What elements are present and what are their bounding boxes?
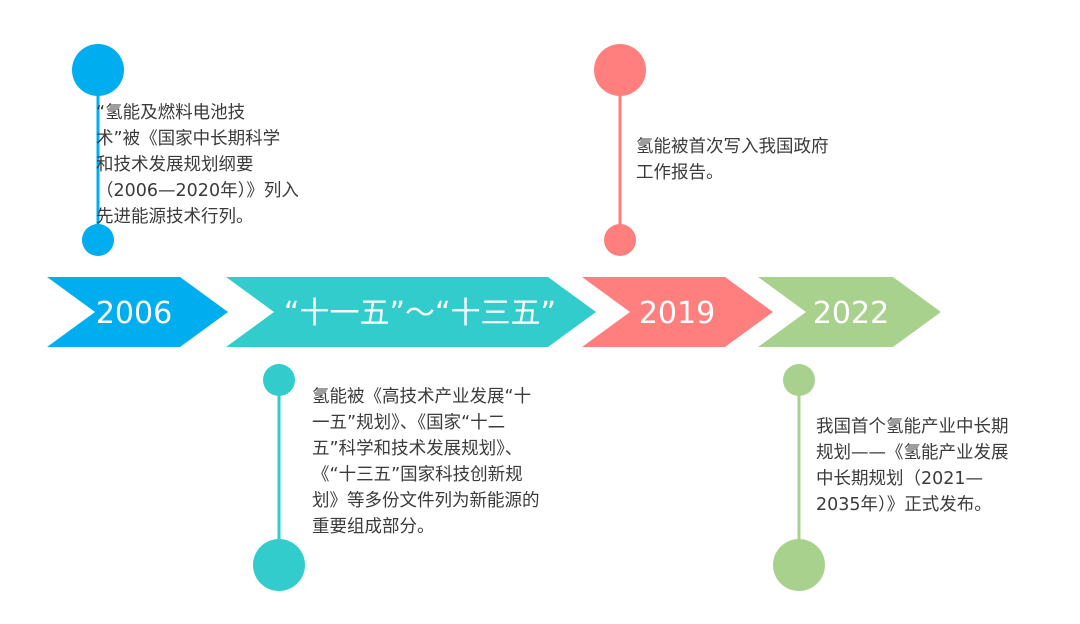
label-11th-13th: “十一五”～“十三五” (284, 296, 556, 331)
label-2019: 2019 (639, 296, 715, 331)
description-2006: “氢能及燃料电池技 术”被《国家中长期科学 和技术发展规划纲要 （2006—20… (96, 103, 299, 227)
pin-2022-top-dot (783, 364, 815, 396)
chevron-2006 (47, 277, 228, 347)
pin-2006-bottom-dot (82, 224, 114, 256)
pin-11th-13th-top-dot (263, 364, 295, 396)
chevron-2022 (758, 277, 941, 347)
label-2022: 2022 (813, 296, 889, 331)
pin-2006 (72, 44, 124, 256)
pin-2006-top-dot (72, 44, 124, 96)
pin-2019 (594, 44, 646, 256)
description-11th-13th: 氢能被《高技术产业发展“十 一五”规划》、《国家“十二 五”科学和技术发展规划》… (312, 387, 540, 537)
pin-2019-bottom-dot (604, 224, 636, 256)
pin-2022-bottom-dot (773, 539, 825, 591)
description-2019: 氢能被首次写入我国政府 工作报告。 (636, 137, 829, 183)
description-2022: 我国首个氢能产业中长期 规划——《氢能产业发展 中长期规划（2021— 2035… (816, 417, 1009, 515)
pin-2022 (773, 364, 825, 591)
pin-2019-top-dot (594, 44, 646, 96)
pin-11th-13th-bottom-dot (253, 539, 305, 591)
chevron-2019 (582, 277, 773, 347)
pin-11th-13th (253, 364, 305, 591)
chevron-11th-13th (226, 277, 596, 347)
label-2006: 2006 (96, 296, 172, 331)
